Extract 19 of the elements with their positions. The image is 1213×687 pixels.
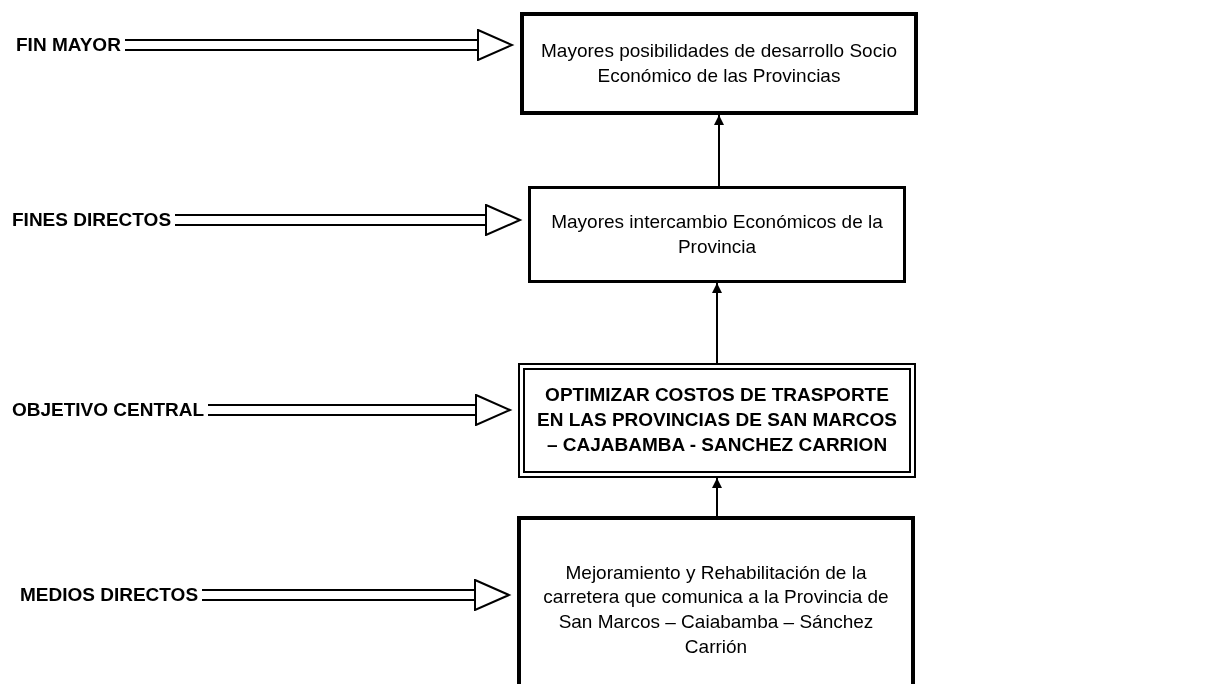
- objective-box: [517, 516, 915, 684]
- objective-box: [528, 186, 906, 283]
- objective-box: [518, 363, 916, 478]
- block-arrow: [202, 579, 510, 611]
- box-text: OPTIMIZAR COSTOS DE TRASPORTE EN LAS PROVINCIAS DE SAN MARCOS – CAJABAMBA - SANCHEZ CARRION: [536, 383, 898, 457]
- block-arrow: [125, 29, 513, 61]
- box-text: Mayores intercambio Económicos de la Provincia: [550, 209, 884, 259]
- box-text: Mejoramiento y Rehabilitación de la carretera que comunica a la Provincia de San Marcos – Caiabamba – Sánchez Carrión: [542, 560, 890, 659]
- block-arrow: [208, 394, 511, 426]
- block-arrow: [175, 204, 521, 236]
- level-label: FINES DIRECTOS: [12, 207, 172, 232]
- level-label: FIN MAYOR: [16, 32, 121, 57]
- arrow: [712, 477, 722, 517]
- level-label: MEDIOS DIRECTOS: [20, 582, 199, 607]
- arrow: [712, 282, 722, 364]
- level-label: OBJETIVO CENTRAL: [12, 397, 205, 422]
- arrow: [714, 114, 724, 187]
- objective-box: [520, 12, 918, 115]
- box-text: Mayores posibilidades de desarrollo Socio Económico de las Provincias: [540, 38, 898, 88]
